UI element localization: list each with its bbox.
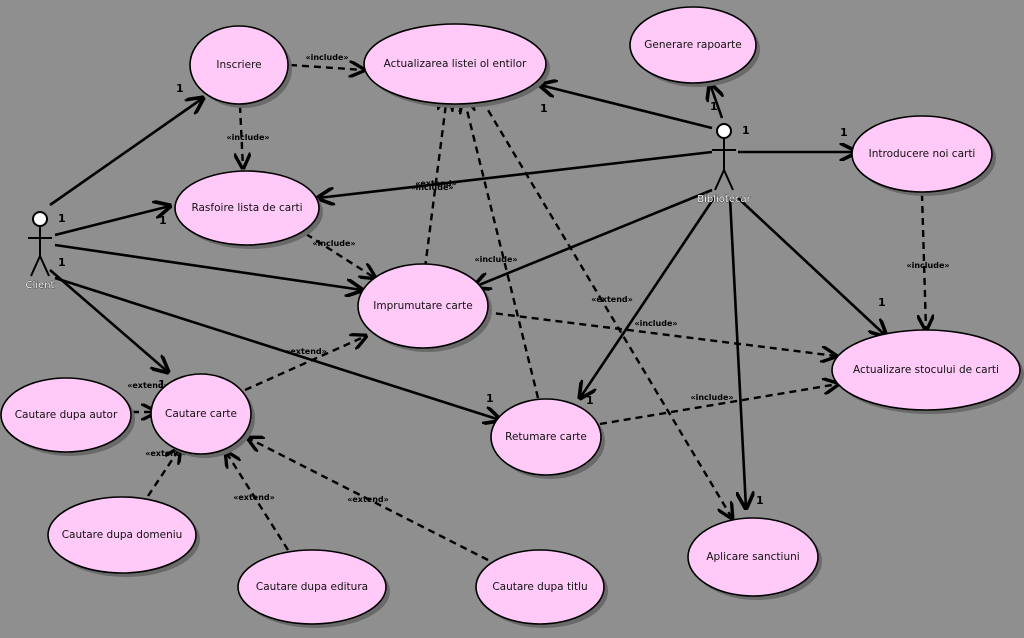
usecase-cautare-editura[interactable]: Cautare dupa editura <box>237 549 390 628</box>
usecase-imprumutare-label: Imprumutare carte <box>373 300 472 312</box>
usecase-inscriere-label: Inscriere <box>216 59 261 71</box>
usecase-cautare-carte-label: Cautare carte <box>165 408 237 420</box>
assoc-client-inscriere <box>49 98 203 207</box>
actor-client[interactable]: Client <box>25 211 55 291</box>
usecase-cautare-domeniu-label: Cautare dupa domeniu <box>62 529 183 541</box>
usecase-sanctiuni[interactable]: Aplicare sanctiuni <box>687 517 822 600</box>
usecase-rasfoire[interactable]: Rasfoire lista de carti <box>174 170 323 249</box>
usecase-generare-rapoarte[interactable]: Generare rapoarte <box>629 6 760 87</box>
usecase-cautare-titlu-label: Cautare dupa titlu <box>492 581 587 593</box>
assoc-librarian-actualizare-stoc <box>737 197 886 336</box>
stereo-librarian-imprumutare: «include» <box>474 255 517 264</box>
dep-cautare-imprumutare <box>244 336 366 392</box>
dep-inscriere-rasfoire <box>240 105 243 168</box>
mult-1: 1 <box>176 82 184 95</box>
dep-titlu-cautare <box>248 438 489 562</box>
usecase-cautare-titlu[interactable]: Cautare dupa titlu <box>475 549 608 628</box>
stereo-librarian-rasfoire: «extend» <box>415 179 457 188</box>
dep-actualizare-sanctiuni <box>480 99 732 518</box>
stereotype-labels: «include» «include» «include» «include» … <box>127 53 949 504</box>
usecase-introducere-label: Introducere noi carti <box>869 148 976 160</box>
usecase-introducere[interactable]: Introducere noi carti <box>851 115 996 196</box>
usecase-rasfoire-label: Rasfoire lista de carti <box>191 202 302 214</box>
assoc-librarian-rasfoire <box>318 150 713 198</box>
stick-figure-icon <box>712 123 736 191</box>
usecase-generare-rapoarte-label: Generare rapoarte <box>644 39 742 51</box>
dependencies <box>132 65 926 562</box>
assoc-client-cautare <box>49 269 168 372</box>
use-cases: Inscriere Actualizarea listei ol entilor… <box>0 6 1024 628</box>
usecase-imprumutare[interactable]: Imprumutare carte <box>357 263 492 352</box>
mult-15: 1 <box>878 296 886 309</box>
stereo-inscriere-rasfoire: «include» <box>226 133 269 142</box>
mult-8: 1 <box>486 392 494 405</box>
assoc-client-imprumutare <box>54 243 362 290</box>
stereo-rasfoire-imprumutare: «include» <box>312 239 355 248</box>
usecase-actualizare-clienti[interactable]: Actualizarea listei ol entilor <box>363 23 550 108</box>
stereo-domeniu-cautare: «extend» <box>145 449 187 458</box>
usecase-returnare-label: Retumare carte <box>505 431 587 443</box>
assoc-client-returnare <box>54 276 500 420</box>
actor-librarian-label: Bibliotecar <box>697 194 751 205</box>
mult-9: 1 <box>540 102 548 115</box>
dep-returnare-stoc <box>599 384 838 426</box>
mult-13: 1 <box>586 394 594 407</box>
usecase-returnare[interactable]: Retumare carte <box>490 398 605 479</box>
dep-inscriere-actualizare <box>289 65 364 70</box>
stereo-inscriere-actualizare: «include» <box>305 53 348 62</box>
dep-imprumutare-actualizare <box>423 96 447 269</box>
usecase-cautare-autor[interactable]: Cautare dupa autor <box>0 377 135 456</box>
actor-client-label: Client <box>26 280 55 291</box>
mult-4: 1 <box>159 214 167 227</box>
usecase-actualizare-clienti-label: Actualizarea listei ol entilor <box>384 58 527 70</box>
usecase-inscriere[interactable]: Inscriere <box>189 25 292 108</box>
mult-7: 1 <box>158 378 166 391</box>
usecase-actualizare-stoc-label: Actualizare stocului de carti <box>853 364 999 376</box>
dep-editura-cautare <box>226 452 290 551</box>
dep-rasfoire-imprumutare <box>305 232 375 278</box>
usecase-cautare-carte[interactable]: Cautare carte <box>150 373 255 458</box>
usecase-cautare-autor-label: Cautare dupa autor <box>15 409 118 421</box>
mult-10: 1 <box>710 100 718 113</box>
usecase-actualizare-stoc[interactable]: Actualizare stocului de carti <box>831 329 1024 414</box>
stereo-imprumutare-stoc: «include» <box>634 319 677 328</box>
mult-11: 1 <box>742 124 750 137</box>
dep-introducere-stoc <box>922 193 926 330</box>
mult-3: 1 <box>58 256 66 269</box>
assoc-librarian-rapoarte <box>710 84 722 119</box>
usecase-cautare-domeniu[interactable]: Cautare dupa domeniu <box>47 496 200 577</box>
assoc-librarian-returnare <box>580 197 716 398</box>
associations <box>49 84 886 508</box>
mult-14: 1 <box>756 494 764 507</box>
dep-returnare-actualizare <box>464 98 540 399</box>
stick-figure-icon <box>28 211 52 277</box>
stereo-autor-cautare: «extend» <box>127 381 169 390</box>
stereo-titlu-cautare: «extend» <box>347 495 389 504</box>
stereo-returnare-stoc: «include» <box>690 393 733 402</box>
assoc-librarian-imprumutare <box>474 188 713 287</box>
mult-12: 1 <box>840 126 848 139</box>
assoc-librarian-actualizare-clienti <box>540 85 713 130</box>
stereo-introducere-stoc: «include» <box>906 261 949 270</box>
stereo-editura-cautare: «extend» <box>233 493 275 502</box>
mult-2: 1 <box>58 212 66 225</box>
assoc-client-rasfoire <box>54 206 170 237</box>
usecase-sanctiuni-label: Aplicare sanctiuni <box>706 551 799 563</box>
usecase-cautare-editura-label: Cautare dupa editura <box>256 581 368 593</box>
stereo-actualizare-sanctiuni: «extend» <box>591 295 633 304</box>
stereo-imprumutare-actualizare: «include» <box>410 183 453 192</box>
actor-librarian[interactable]: Bibliotecar <box>697 123 752 205</box>
assoc-librarian-sanctiuni <box>728 197 746 508</box>
dep-domeniu-cautare <box>147 448 180 497</box>
stereo-client-returnare: «extend» <box>285 347 327 356</box>
